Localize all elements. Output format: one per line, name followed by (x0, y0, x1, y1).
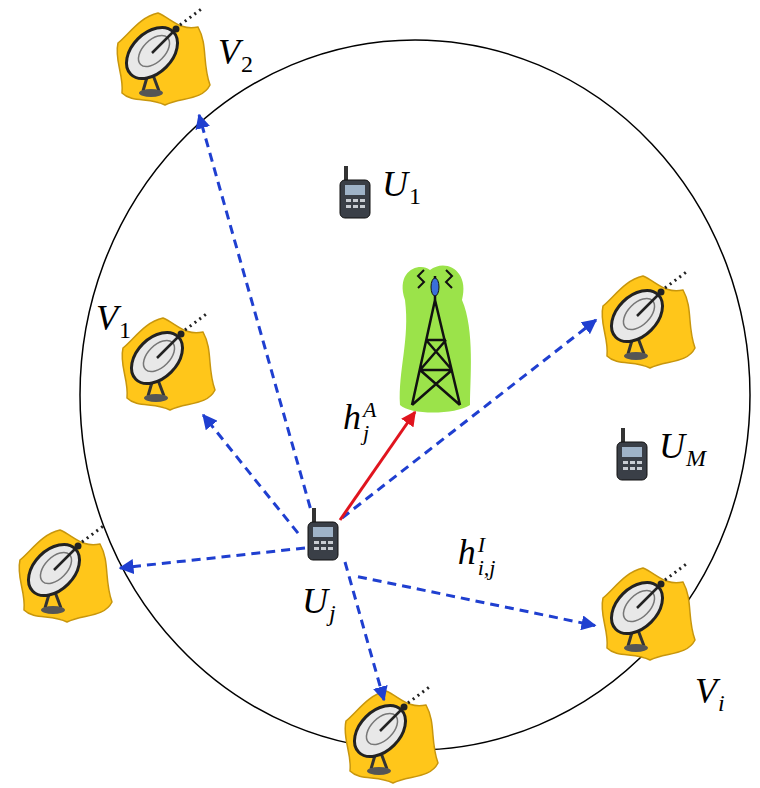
terminal-node: UM (615, 425, 715, 480)
symbol-base: h (343, 397, 361, 437)
terminal-node: V1 (90, 295, 220, 415)
base-station (400, 265, 471, 412)
satellite-dish (117, 7, 210, 105)
interference-link (120, 548, 305, 568)
subscript: 1 (119, 317, 131, 343)
index-stack: i,jI (478, 533, 496, 579)
subscript: j (329, 600, 336, 626)
satellite-dish (602, 562, 695, 660)
terminal-node: V2 (110, 5, 257, 115)
interference-link (342, 320, 596, 518)
symbol-base: V (218, 32, 240, 72)
subscript: 2 (241, 51, 253, 77)
label-holder: U1 (382, 165, 421, 205)
user-phone (340, 166, 370, 218)
cell-boundary (80, 40, 750, 750)
label-holder: UM (659, 427, 706, 467)
index-stack: jA (363, 398, 376, 444)
symbol-base: U (302, 581, 328, 621)
label-holder: V1 (96, 299, 131, 339)
symbol-base: V (96, 298, 118, 338)
label-holder: hi,jI (458, 533, 496, 579)
subscript: i,j (478, 556, 496, 579)
superscript: A (363, 398, 376, 421)
symbol-base: h (458, 532, 476, 572)
node-label: V1 (96, 299, 131, 339)
subscript: i (718, 690, 725, 716)
subscript: 1 (409, 183, 421, 209)
label-holder: Vi (695, 672, 725, 712)
interference-link (203, 415, 298, 533)
subscript: j (363, 421, 376, 444)
interference-link (358, 577, 595, 626)
symbol-base: V (695, 671, 717, 711)
node-label: Vi (695, 672, 725, 712)
channel-label: hi,jI (458, 533, 496, 579)
terminal-node: Uj (298, 508, 358, 633)
satellite-dish (345, 685, 438, 783)
node-label: Uj (302, 582, 336, 622)
node-label: UM (659, 427, 706, 467)
subscript: M (686, 445, 706, 471)
superscript: I (478, 533, 496, 556)
terminal-node: U1 (338, 163, 428, 218)
label-holder: Uj (302, 582, 336, 622)
interference-link (345, 562, 384, 700)
label-holder: hjA (343, 398, 376, 444)
node-label: U1 (382, 165, 421, 205)
terminal-node: Vi (595, 560, 735, 720)
satellite-dish (122, 312, 215, 410)
satellite-dish (602, 270, 695, 368)
user-phone (617, 428, 647, 480)
node-label: V2 (218, 33, 253, 73)
satellite-dish (19, 524, 112, 622)
symbol-base: U (659, 426, 685, 466)
label-holder: V2 (218, 33, 253, 73)
channel-label: hjA (343, 398, 376, 444)
symbol-base: U (382, 164, 408, 204)
interference-link (199, 115, 310, 508)
user-phone (308, 508, 338, 560)
